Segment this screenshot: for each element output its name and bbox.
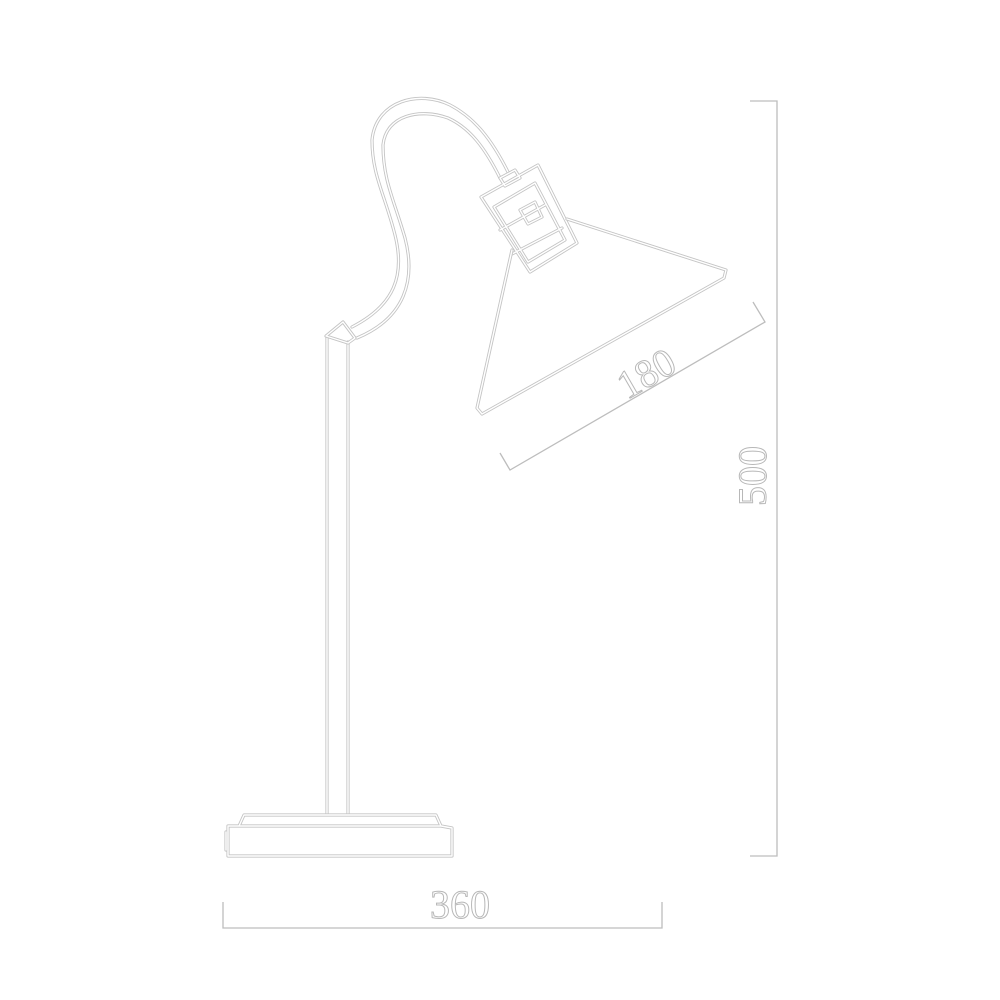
- gooseneck-arm: [350, 96, 510, 340]
- lamp-shade: [475, 217, 728, 416]
- dimension-shade: 180: [499, 301, 766, 471]
- dimension-height: 500: [730, 100, 778, 857]
- lamp-socket: [479, 163, 579, 274]
- lamp-knuckle: [324, 320, 357, 345]
- dimension-label-base: 360: [430, 882, 490, 927]
- lamp-base: [224, 813, 454, 858]
- lamp-stem: [325, 335, 350, 816]
- dimension-label-shade: 180: [609, 339, 683, 408]
- dimension-label-height: 500: [730, 446, 775, 506]
- dimension-base-width: 360: [222, 882, 663, 929]
